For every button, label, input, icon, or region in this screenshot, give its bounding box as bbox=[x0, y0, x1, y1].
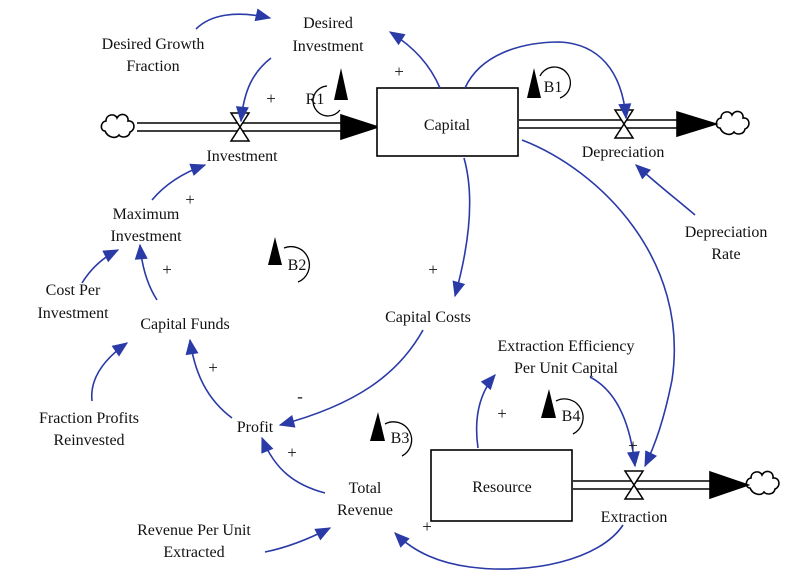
loop-b1-label: B1 bbox=[544, 79, 563, 96]
total-revenue-label-line1: Total bbox=[349, 480, 382, 497]
link-capital-to-depreciation bbox=[464, 41, 632, 120]
loop-b2-marker: B2 bbox=[268, 237, 310, 283]
loop-r1-marker: R1 bbox=[306, 68, 348, 117]
depreciation-rate-label-line1: Depreciation bbox=[685, 224, 768, 241]
polarity-total-revenue-to-profit: + bbox=[287, 443, 297, 462]
extraction-efficiency-label-line2: Per Unit Capital bbox=[514, 360, 619, 377]
resource-stock-label: Resource bbox=[472, 479, 532, 496]
fraction-profits-reinvested-variable[interactable]: Fraction Profits Reinvested bbox=[39, 410, 139, 449]
profit-variable[interactable]: Profit bbox=[237, 419, 274, 436]
link-desired-investment-to-investment bbox=[235, 57, 272, 123]
fraction-profits-label-line2: Reinvested bbox=[53, 432, 124, 449]
maximum-investment-label-line2: Investment bbox=[110, 228, 182, 245]
polarity-capital-costs-to-profit: - bbox=[297, 387, 303, 406]
total-revenue-label-line2: Revenue bbox=[337, 502, 393, 519]
depreciation-flow-label[interactable]: Depreciation bbox=[582, 144, 665, 161]
desired-growth-fraction-label-line2: Fraction bbox=[126, 58, 179, 75]
maximum-investment-label-line1: Maximum bbox=[113, 206, 180, 223]
link-maximum-investment-to-investment bbox=[151, 163, 207, 201]
link-capital-to-extraction bbox=[521, 139, 676, 468]
extraction-valve-icon[interactable] bbox=[623, 470, 645, 500]
cost-per-investment-label-line2: Investment bbox=[37, 305, 109, 322]
link-depreciation-rate-to-depreciation bbox=[635, 164, 696, 216]
polarity-capital-to-capital-costs: + bbox=[428, 260, 438, 279]
maximum-investment-variable[interactable]: Maximum Investment bbox=[110, 206, 182, 245]
extraction-efficiency-label-line1: Extraction Efficiency bbox=[498, 338, 635, 355]
link-resource-to-extraction-efficiency bbox=[475, 374, 496, 449]
link-growth-fraction-to-desired-investment bbox=[195, 8, 272, 30]
cloud-sink-depreciation-icon bbox=[715, 110, 750, 136]
fraction-profits-label-line1: Fraction Profits bbox=[39, 410, 139, 427]
polarity-extraction-to-total-revenue: + bbox=[422, 517, 432, 536]
loop-b4-label: B4 bbox=[562, 408, 581, 425]
polarity-desired-investment-to-investment: + bbox=[266, 89, 276, 108]
link-capital-funds-to-maximum-investment bbox=[134, 243, 158, 301]
depreciation-flow-pipe bbox=[519, 110, 719, 138]
investment-flow-label[interactable]: Investment bbox=[206, 148, 278, 165]
link-capital-costs-to-profit bbox=[278, 329, 424, 428]
depreciation-valve-icon[interactable] bbox=[613, 109, 635, 139]
revenue-per-unit-label-line1: Revenue Per Unit bbox=[137, 522, 251, 539]
link-extraction-to-total-revenue bbox=[394, 524, 624, 570]
extraction-flow-label[interactable]: Extraction bbox=[601, 509, 668, 526]
desired-investment-label-line1: Desired bbox=[303, 15, 353, 32]
link-profit-to-capital-funds bbox=[185, 338, 233, 419]
link-fraction-profits-to-capital-funds bbox=[90, 342, 129, 402]
total-revenue-variable[interactable]: Total Revenue bbox=[337, 480, 393, 519]
cloud-sink-extraction-icon bbox=[745, 470, 780, 496]
loop-b4-marker: B4 bbox=[541, 389, 584, 435]
depreciation-rate-variable[interactable]: Depreciation Rate bbox=[685, 224, 768, 263]
causal-links bbox=[81, 8, 696, 570]
polarity-capital-funds-to-maximum-investment: + bbox=[162, 260, 172, 279]
link-extraction-efficiency-to-extraction bbox=[589, 376, 640, 468]
capital-stock-label: Capital bbox=[424, 117, 471, 134]
link-cost-per-investment-to-maximum-investment bbox=[81, 249, 120, 284]
link-revenue-per-unit-to-total-revenue bbox=[264, 527, 332, 553]
investment-flow-pipe bbox=[137, 113, 381, 141]
loop-b3-label: B3 bbox=[391, 430, 410, 447]
link-capital-to-capital-costs bbox=[452, 157, 471, 298]
polarity-efficiency-to-extraction: + bbox=[628, 436, 638, 455]
investment-valve-icon[interactable] bbox=[229, 112, 251, 142]
polarity-maximum-investment-to-investment: + bbox=[185, 190, 195, 209]
extraction-flow-pipe bbox=[573, 470, 751, 500]
cost-per-investment-variable[interactable]: Cost Per Investment bbox=[37, 282, 109, 322]
resource-stock[interactable] bbox=[430, 449, 573, 522]
capital-funds-variable[interactable]: Capital Funds bbox=[140, 316, 229, 333]
capital-stock[interactable] bbox=[376, 87, 519, 157]
desired-growth-fraction-variable[interactable]: Desired Growth Fraction bbox=[102, 36, 205, 75]
revenue-per-unit-label-line2: Extracted bbox=[163, 544, 224, 561]
loop-b3-marker: B3 bbox=[370, 412, 413, 457]
cost-per-investment-label-line1: Cost Per bbox=[46, 282, 101, 299]
loop-b2-label: B2 bbox=[288, 257, 307, 274]
link-capital-to-desired-investment bbox=[388, 31, 441, 89]
cloud-source-investment-icon bbox=[100, 113, 135, 139]
polarity-signs: + + + + + + - + + + + bbox=[162, 62, 638, 536]
desired-investment-label-line2: Investment bbox=[292, 38, 364, 55]
loop-b1-marker: B1 bbox=[527, 66, 572, 99]
capital-costs-variable[interactable]: Capital Costs bbox=[385, 309, 471, 326]
desired-investment-variable[interactable]: Desired Investment bbox=[292, 15, 364, 55]
loop-r1-label: R1 bbox=[306, 91, 325, 108]
desired-growth-fraction-label-line1: Desired Growth bbox=[102, 36, 205, 53]
depreciation-rate-label-line2: Rate bbox=[711, 246, 740, 263]
polarity-resource-to-extraction-efficiency: + bbox=[497, 404, 507, 423]
link-total-revenue-to-profit bbox=[261, 436, 326, 494]
extraction-efficiency-variable[interactable]: Extraction Efficiency Per Unit Capital bbox=[498, 338, 635, 377]
revenue-per-unit-extracted-variable[interactable]: Revenue Per Unit Extracted bbox=[137, 522, 251, 561]
polarity-profit-to-capital-funds: + bbox=[208, 358, 218, 377]
polarity-capital-to-desired-investment: + bbox=[394, 62, 404, 81]
